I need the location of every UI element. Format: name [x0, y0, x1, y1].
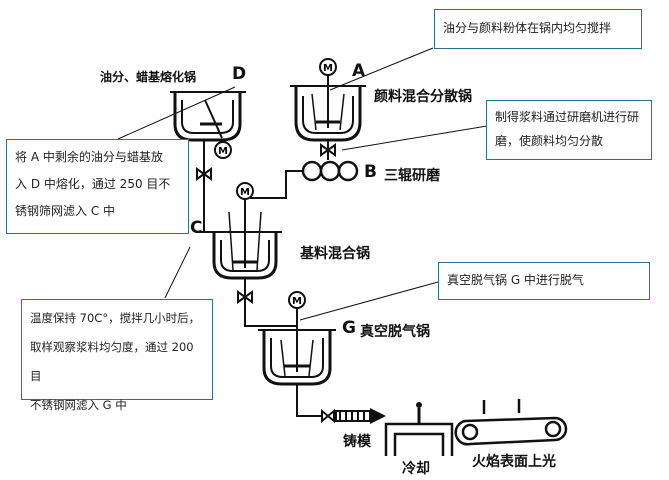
callout-c-line: 不锈钢网滤入 G 中	[30, 398, 127, 412]
motor-symbol: M	[292, 296, 302, 307]
callout-a: 油分与颜料粉体在锅内均匀搅拌	[434, 9, 642, 49]
conveyor-icon	[454, 416, 568, 446]
label-b-title: 三辊研磨	[384, 168, 440, 184]
vessel-a	[290, 75, 366, 160]
pipe-g-to-mold	[296, 384, 322, 417]
three-roll-mill	[301, 160, 359, 182]
valve-icon	[196, 167, 212, 181]
callout-c-line: 温度保持 70C°，搅拌几小时后，	[30, 311, 201, 325]
label-cooling: 冷却	[402, 461, 430, 477]
label-a-title: 颜料混合分散锅	[374, 89, 472, 105]
letter-b: B	[364, 162, 377, 182]
callout-d-line: 入 D 中熔化，通过 250 目不	[15, 177, 171, 191]
callout-b-line: 制得浆料通过研磨机进行研	[495, 110, 640, 124]
valve-icon	[237, 290, 253, 304]
callout-g-text: 真空脱气锅 G 中进行脱气	[447, 273, 584, 287]
valve-icon	[321, 408, 335, 424]
motor-symbol: M	[323, 63, 333, 74]
motor-symbol: M	[218, 146, 228, 157]
label-g-title: 真空脱气锅	[360, 324, 430, 340]
vessel-c	[198, 198, 282, 326]
vessel-d	[170, 91, 246, 232]
valve-icon	[320, 143, 336, 157]
mold-icon	[335, 410, 371, 422]
label-d-title: 油分、蜡基熔化锅	[100, 70, 197, 84]
callout-d: 将 A 中剩余的油分与蜡基放 入 D 中熔化，通过 250 目不 锈钢筛网滤入 …	[6, 139, 189, 234]
callout-b: 制得浆料通过研磨机进行研 磨，使颜料均匀分散	[486, 100, 652, 160]
pipe-c-to-g	[244, 302, 296, 327]
letter-a: A	[352, 61, 366, 81]
callout-d-line: 锈钢筛网滤入 C 中	[15, 204, 116, 218]
pipe-b-to-c	[250, 170, 303, 199]
letter-d: D	[232, 64, 247, 84]
label-mold: 铸模	[343, 434, 371, 450]
callout-b-line: 磨，使颜料均匀分散	[495, 134, 604, 148]
letter-g: G	[342, 318, 356, 338]
callout-g: 真空脱气锅 G 中进行脱气	[438, 262, 650, 300]
vessel-g	[258, 308, 336, 386]
callout-c-line: 取样观察浆料均匀度，通过 200 目	[30, 340, 194, 383]
cooling-device	[384, 422, 454, 456]
callout-a-text: 油分与颜料粉体在锅内均匀搅拌	[443, 21, 612, 35]
label-c-title: 基料混合锅	[300, 246, 370, 262]
nozzle-tip-icon	[416, 402, 422, 408]
label-flame-polish: 火焰表面上光	[472, 454, 556, 470]
motor-icon: M	[319, 58, 337, 76]
callout-d-line: 将 A 中剩余的油分与蜡基放	[15, 150, 163, 164]
motor-icon: M	[214, 141, 232, 159]
letter-c: C	[190, 218, 203, 238]
callout-c: 温度保持 70C°，搅拌几小时后， 取样观察浆料均匀度，通过 200 目 不锈钢…	[21, 299, 213, 412]
motor-icon: M	[236, 182, 254, 200]
motor-icon: M	[288, 291, 306, 309]
motor-symbol: M	[240, 187, 250, 198]
